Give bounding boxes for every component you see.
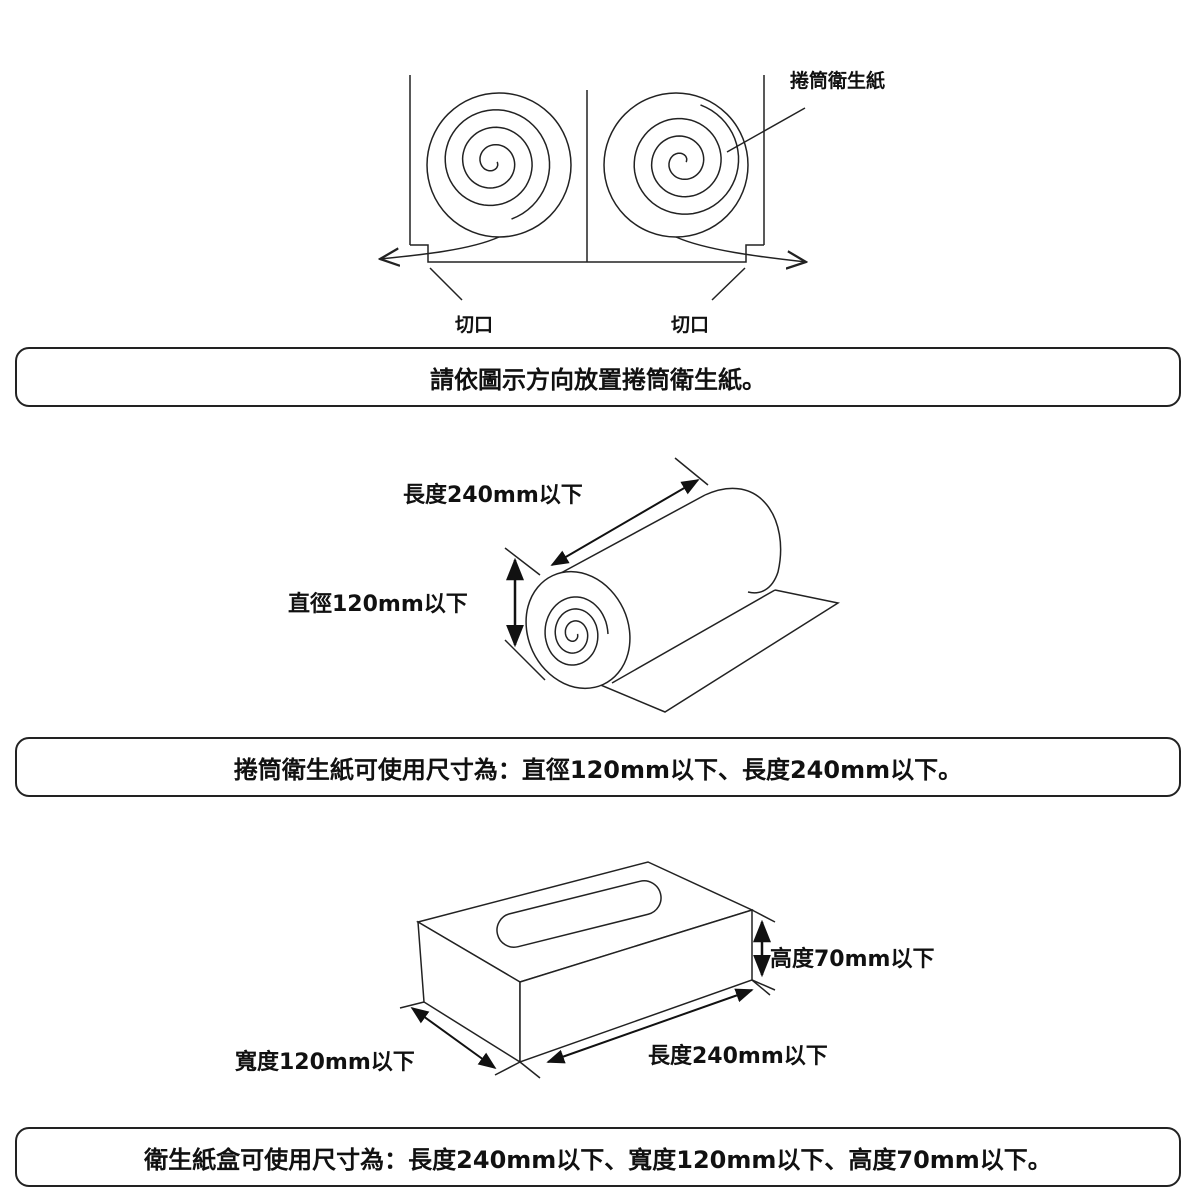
roll-diameter-label: 直徑120mm以下: [288, 592, 468, 617]
roll-label: 捲筒衛生紙: [790, 70, 886, 92]
caption-box-3: 衛生紙盒可使用尺寸為：長度240mm以下、寬度120mm以下、高度70mm以下。: [15, 1127, 1181, 1187]
cut-label-right: 切口: [671, 314, 710, 336]
roll-length-label: 長度240mm以下: [403, 483, 583, 508]
caption-box-1: 請依圖示方向放置捲筒衛生紙。: [15, 347, 1181, 407]
right-spiral: [633, 104, 740, 215]
left-spiral: [444, 109, 551, 220]
cut-label-left: 切口: [455, 314, 494, 336]
roll-holder-diagram: [380, 75, 806, 301]
tissue-box-diagram: [399, 861, 776, 1079]
box-height-label: 高度70mm以下: [770, 947, 935, 972]
right-roll-icon: [603, 92, 749, 238]
box-width-label: 寬度120mm以下: [235, 1050, 415, 1075]
caption-box-2: 捲筒衛生紙可使用尺寸為：直徑120mm以下、長度240mm以下。: [15, 737, 1181, 797]
roll-spiral: [544, 596, 609, 666]
box-length-label: 長度240mm以下: [648, 1044, 828, 1069]
roll-dimension-diagram: [504, 457, 840, 713]
